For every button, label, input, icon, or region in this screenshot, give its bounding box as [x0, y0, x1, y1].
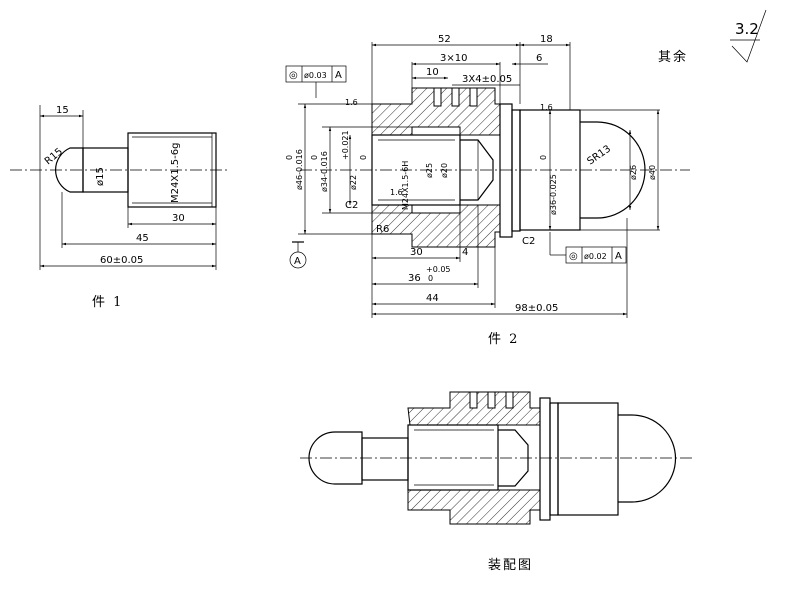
part2-dim-d20: ø20 [440, 163, 449, 178]
part1-dim-30: 30 [172, 213, 185, 224]
svg-text:A: A [294, 256, 301, 267]
assembly-ball-head [308, 431, 363, 485]
svg-text:A: A [335, 70, 342, 81]
part2-dim-d25: ø25 [425, 163, 434, 178]
part2-dim-c2-right: C2 [522, 236, 535, 247]
part2-section-lower [371, 204, 501, 248]
part1-caption: 件 1 [92, 295, 123, 310]
part1-dim-d15: ø15 [95, 167, 106, 186]
part2-dim-4: 4 [462, 247, 468, 258]
part2-dim-36: 36 [408, 273, 421, 284]
part1-dim-15: 15 [56, 105, 69, 116]
part2-dim-groove: 3×10 [440, 53, 467, 64]
geometric-tolerance-frame-1: ◎ ø0.03 A [285, 65, 347, 98]
part1-drawing: 15 R15 ø15 M24X1.5-6g 30 45 60±0.05 件 1 [10, 105, 228, 310]
geometric-tolerance-frame-2: ◎ ø0.02 A [549, 232, 627, 264]
part2-roughness-1: 1.6 [345, 98, 358, 107]
svg-text:0: 0 [285, 155, 294, 160]
part2-roughness-2: 1.6 [390, 188, 403, 197]
part2-dim-18: 18 [540, 34, 553, 45]
roughness-symbol-icon [731, 9, 767, 63]
part2-dim-d26: ø26 [629, 165, 638, 180]
svg-text:ø0.03: ø0.03 [304, 71, 327, 80]
assembly-section-lower [407, 489, 541, 525]
part2-dim-6: 6 [536, 53, 542, 64]
part1-dim-r15: R15 [43, 146, 65, 167]
part2-roughness-3: 1.6 [540, 103, 553, 112]
part2-dim-thread: M24X1.5-6H [401, 161, 410, 210]
part2-caption: 件 2 [488, 332, 519, 347]
part2-dim-d34: ø34-0.016 [320, 151, 329, 192]
svg-text:+0.05: +0.05 [426, 265, 451, 274]
part1-dim-thread: M24X1.5-6g [170, 143, 181, 203]
part1-dim-60: 60±0.05 [100, 255, 143, 266]
part2-dim-44: 44 [426, 293, 439, 304]
part2-dim-30-bottom: 30 [410, 247, 423, 258]
svg-text:0: 0 [310, 155, 319, 160]
part2-dim-d22: ø22 [349, 175, 358, 190]
svg-text:A: A [615, 251, 622, 262]
roughness-value: 3.2 [735, 20, 759, 38]
concentricity-icon: ◎ [289, 70, 298, 81]
part2-dim-c2-left: C2 [345, 200, 358, 211]
part2-dim-d40: ø40 [648, 165, 657, 180]
part2-drawing: 52 18 3×10 6 10 3X4±0.05 ◎ ø0.03 A ø46-0… [285, 34, 690, 347]
part2-dim-52: 52 [438, 34, 451, 45]
svg-text:0: 0 [539, 155, 548, 160]
part2-dim-sr13: SR13 [585, 144, 613, 168]
assembly-sphere [618, 414, 677, 503]
svg-text:0: 0 [359, 155, 368, 160]
part1-thread-body [127, 132, 217, 208]
part2-dim-d36: ø36-0.025 [549, 174, 558, 215]
roughness-note-text: 其余 [658, 49, 688, 65]
assembly-caption: 装配图 [488, 558, 533, 573]
datum-a-marker: A [289, 241, 307, 269]
part2-flange [499, 103, 513, 238]
concentricity-icon: ◎ [569, 251, 578, 262]
part2-dim-98: 98±0.05 [515, 303, 558, 314]
part2-dim-r6: R6 [376, 224, 389, 235]
svg-text:+0.021: +0.021 [341, 130, 350, 160]
svg-text:0: 0 [428, 274, 433, 283]
part2-sphere [580, 121, 646, 219]
assembly-drawing: 装配图 [300, 391, 692, 573]
part1-dim-45: 45 [136, 233, 149, 244]
svg-text:ø0.02: ø0.02 [584, 252, 607, 261]
roughness-note: 其余 3.2 [658, 9, 767, 65]
part2-dim-d46: ø46-0.016 [295, 149, 304, 190]
part1-ball-head [54, 147, 84, 193]
part2-dim-10: 10 [426, 67, 439, 78]
part2-dim-grooves: 3X4±0.05 [462, 74, 512, 85]
